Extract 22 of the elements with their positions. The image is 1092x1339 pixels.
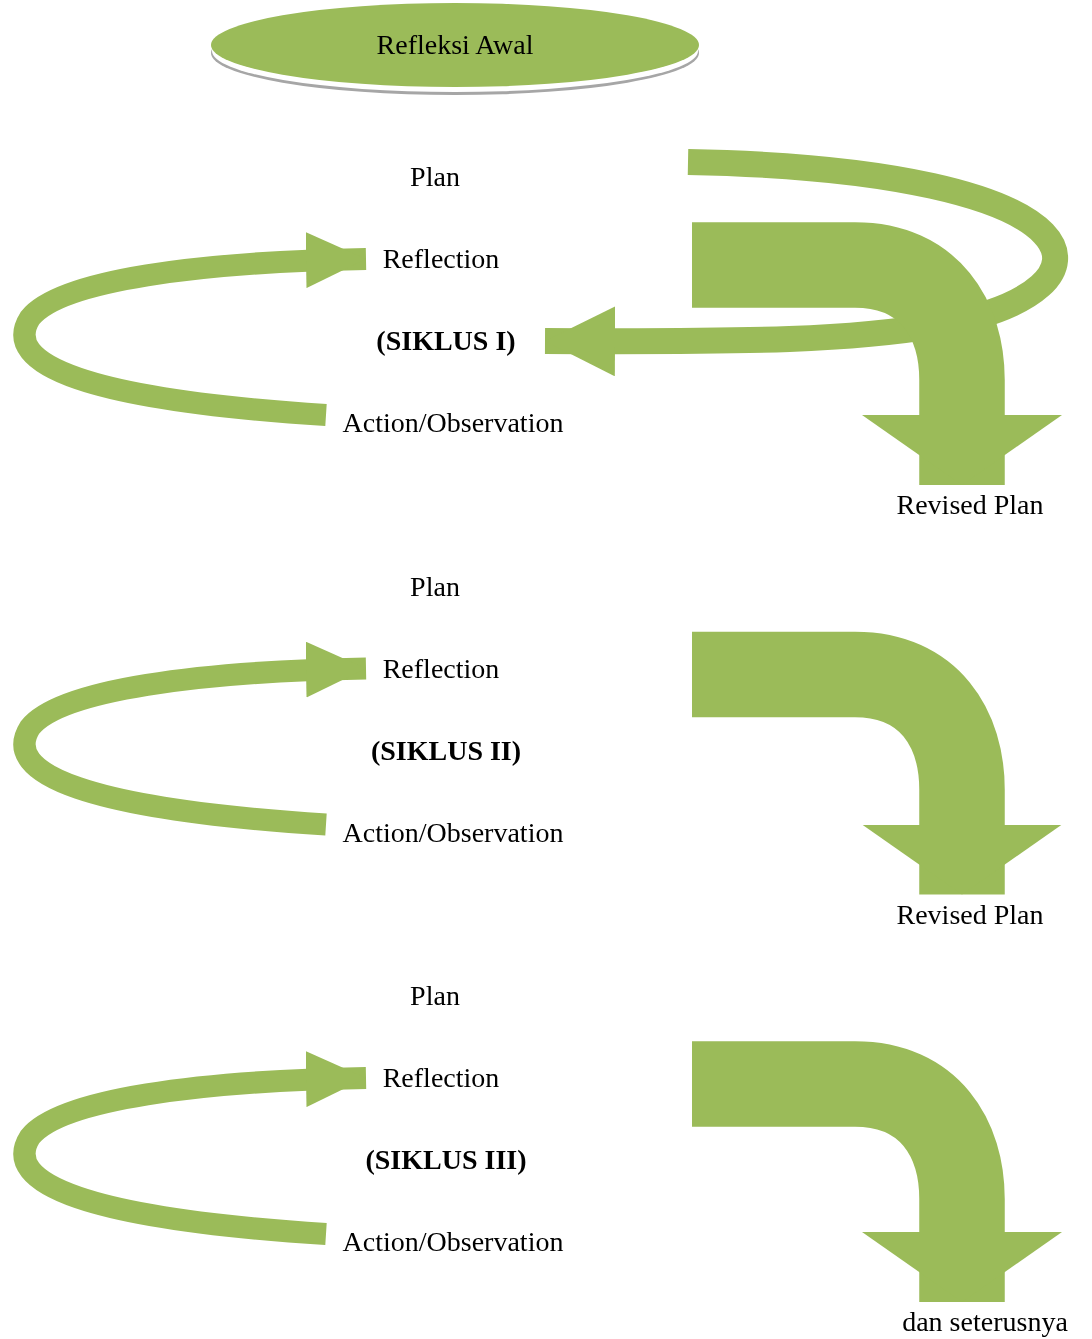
step-label: Action/Observation [342,816,564,849]
cycle-title: (SIKLUS III) [365,1144,527,1176]
step-label: Plan [410,161,460,193]
cycle-title: (SIKLUS I) [376,325,516,357]
step-label: Action/Observation [342,407,564,439]
step-label: Reflection [382,243,500,275]
curved-arrow [544,149,1067,377]
loop-arrow [14,642,367,836]
step-label: Revised Plan [896,489,1044,521]
step-label: Revised Plan [896,898,1044,931]
cycle-title: (SIKLUS II) [370,734,522,767]
step-label: Reflection [382,652,500,685]
step-label: Action/Observation [342,1226,564,1258]
step-label: dan seterusnya [902,1306,1068,1338]
step-label: Reflection [382,1062,500,1094]
bent-arrow [692,222,1062,485]
step-label: Plan [410,570,460,603]
bent-arrow [692,1041,1062,1302]
step-label: Plan [410,980,460,1012]
loop-arrow [14,1051,367,1245]
bent-arrow [692,631,1062,895]
loop-arrow [14,232,367,426]
